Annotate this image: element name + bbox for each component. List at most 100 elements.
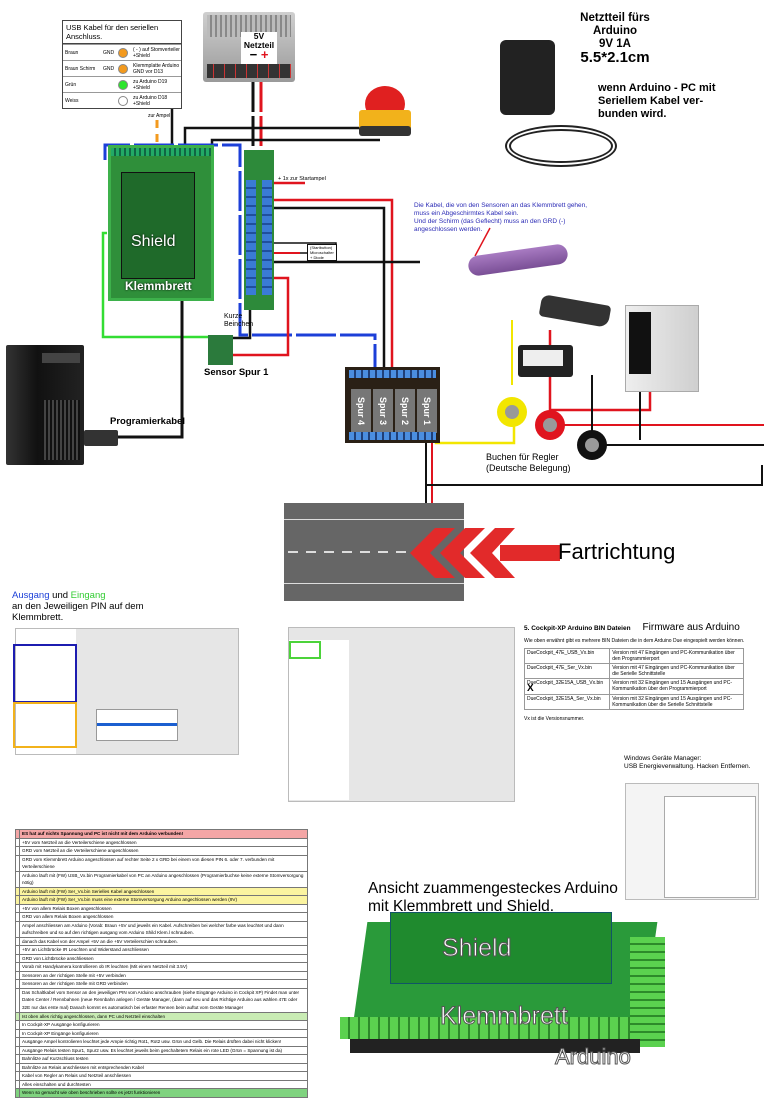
relay-spur-3: Spur 3 xyxy=(373,389,393,433)
fw-desc: Version mit 47 Eingängen und PC-Kommunik… xyxy=(609,648,744,664)
note-l3: Und der Schirm (das Geflecht) muss an de… xyxy=(414,218,566,225)
checklist-text: In Cockpit-XP Ausgänge konfigurieren xyxy=(19,1020,308,1030)
wire-name: Braun Schirm xyxy=(65,65,96,72)
checklist-text: GRD von Lichtbrücke anschliessen xyxy=(19,953,308,963)
usb-table-row: Grün zu Arduino D19 +Shield xyxy=(63,76,181,92)
track-piece xyxy=(284,503,464,601)
relay-spur-4: Spur 4 xyxy=(351,389,371,433)
wire-name: Weiss xyxy=(65,97,79,104)
startbutton-sub2: + Diode xyxy=(310,255,324,260)
note-line1: wenn Arduino - PC mit xyxy=(598,82,716,94)
front-terminals xyxy=(340,1017,660,1039)
jack-red-icon xyxy=(535,410,565,440)
checklist-row: Alles einschalten und durchtesten xyxy=(15,1079,308,1089)
dm-line2: USB Energieverwaltung. Hacken Entfernen. xyxy=(624,763,751,770)
ausgang-line2: an den Jeweiligen PIN auf dem xyxy=(12,601,144,612)
usb-cable-table: USB Kabel für den seriellen Anschluss. B… xyxy=(62,20,182,109)
checklist-row: danach das Kabel von der Ampel +5V an di… xyxy=(15,936,308,946)
setup-checklist: ES hat auf nichts Spannung und PC ist ni… xyxy=(15,829,308,1098)
hand-controller-icon xyxy=(538,294,612,328)
checklist-row: GRD von allem Relais Boxen angeschlossen xyxy=(15,912,308,922)
usb-table-title: USB Kabel für den seriellen Anschluss. xyxy=(63,21,181,44)
wire-desc: zu Arduino D18 +Shield xyxy=(133,94,168,107)
wire-color-dot xyxy=(118,63,128,74)
arduino-psu-note: wenn Arduino - PC mit Seriellem Kabel ve… xyxy=(598,82,758,121)
distribution-bar xyxy=(244,150,274,310)
device-manager-note: Windows Geräte Manager: USB Energieverwa… xyxy=(624,755,764,771)
psu-title: Netzteil xyxy=(243,40,275,50)
outputs-config-screenshot xyxy=(13,628,239,755)
jack-yellow-icon xyxy=(497,397,527,427)
terminal-pins xyxy=(111,148,211,156)
arduino-overlay-label: Arduino xyxy=(555,1044,632,1070)
checklist-text: Das Schaltkabel vom Sensor an den jeweil… xyxy=(19,987,308,1013)
note-l2: muss ein Abgeschirmtes Kabel sein. xyxy=(414,210,519,217)
usb-table-row: Weiss zu Arduino D18 +Shield xyxy=(63,92,181,108)
checklist-row: Sensoren an der richtigen Stelle mit GRD… xyxy=(15,979,308,989)
usb-table-row: Braun GND ( - ) auf Stomverteiler +Shiel… xyxy=(63,44,181,60)
drive-bay xyxy=(42,353,80,363)
relay-box: Spur 4 Spur 3 Spur 2 Spur 1 xyxy=(345,367,440,443)
kurze-line1: Kurze xyxy=(224,313,243,320)
startampel-label: + 1x zur Startampel xyxy=(278,176,326,182)
kurze-line2: Beinchen xyxy=(224,321,254,328)
wire-red-relay xyxy=(266,198,394,372)
usb-properties-dialog xyxy=(664,796,756,898)
usb-plug-icon xyxy=(84,430,118,446)
psu-label: 5V Netzteil − + xyxy=(241,32,277,64)
checklist-row: In Cockpit-XP Ausgänge konfigurieren xyxy=(15,1020,308,1030)
checklist-text: danach das Kabel von der Ampel +5V an di… xyxy=(19,936,308,946)
ausgang-word: Ausgang xyxy=(12,590,50,601)
firmware-heading2: Firmware aus Arduino xyxy=(642,622,740,633)
inputs-highlight xyxy=(13,702,77,748)
usb-table-row: Braun Schirm GND Klemmplatte Arduino GND… xyxy=(63,60,181,76)
terminal-column-plus xyxy=(262,180,272,295)
ausgang-eingang-heading: Ausgang und Eingang an den Jeweiligen PI… xyxy=(12,590,162,623)
adapter-cable-icon xyxy=(505,125,617,167)
lab-power-supply xyxy=(625,305,699,392)
checklist-row: In Cockpit-XP Eingänge konfigurieren xyxy=(15,1028,308,1038)
wire-color-dot xyxy=(118,95,128,106)
shielded-cable-note: Die Kabel, die von den Sensoren an das K… xyxy=(414,202,614,234)
checklist-row: +5V an Lichtbrücke IR Leuchten und Wider… xyxy=(15,945,308,955)
psu-voltage: 5V xyxy=(253,31,265,41)
checklist-row: Wenn so gemacht wie oben beschrieben sol… xyxy=(15,1088,308,1098)
checklist-row: Sensoren an der richtigen Stelle mit +5V… xyxy=(15,970,308,980)
plug-size: 5.5*2.1cm xyxy=(580,49,650,66)
wire-desc: Klemmplatte Arduino GND vor D13 xyxy=(133,62,180,75)
arduino-psu-label: Netztteil fürs Arduino 9V 1A 5.5*2.1cm xyxy=(560,12,670,66)
fw-file: DueCockpit_47E_Ser_Vx.bin xyxy=(523,663,611,679)
power-supply-5v: 5V Netzteil − + xyxy=(203,12,295,82)
checklist-row: Ausgänge Relais testen Spur1, Spur2 usw.… xyxy=(15,1045,308,1055)
side-terminals xyxy=(630,937,665,1047)
shield-label: Shield xyxy=(131,233,176,250)
checklist-text: GRD von allem Relais Boxen angeschlossen xyxy=(19,912,308,922)
psu-line2: Arduino xyxy=(592,25,638,37)
wire-desc: ( - ) auf Stomverteiler +Shield xyxy=(133,46,180,59)
checklist-text: Arduino läuft mit (FW) Ser_Vx.bin Seriel… xyxy=(19,886,308,896)
outputs-tree xyxy=(16,629,76,754)
checklist-text: GRD vom Klemmbrett Arduino angeschlossen… xyxy=(19,854,308,872)
terminal-column-minus xyxy=(246,180,256,295)
checklist-text: Arduino läuft mit (FW) USB_Vx.bin Progra… xyxy=(19,870,308,888)
startbutton-sub1: Microschalter xyxy=(310,250,334,255)
outputs-highlight xyxy=(13,644,77,703)
relay-spur-2: Spur 2 xyxy=(395,389,415,433)
note-l4: angeschlossen werden. xyxy=(414,226,483,233)
psu-plus: + xyxy=(260,47,269,62)
checklist-row: Ist oben alles richtig angeschlossen, da… xyxy=(15,1011,308,1021)
note-line2: Seriellem Kabel ver- xyxy=(598,95,704,107)
checklist-text: Sensoren an der richtigen Stelle mit +5V… xyxy=(19,970,308,980)
lane-line xyxy=(284,583,464,584)
assembled-arduino-photo: Shield Klemmbrett Arduino xyxy=(340,912,670,1072)
inputs-config-screenshot xyxy=(288,627,515,802)
buchen-label: Buchen für Regler (Deutsche Belegung) xyxy=(486,452,571,474)
relay-terminals-bottom xyxy=(349,432,436,440)
psu-terminals xyxy=(207,64,291,78)
assembled-line2: mit Klemmbrett und Shield. xyxy=(368,898,555,915)
buchen-line1: Buchen für Regler xyxy=(486,452,559,462)
